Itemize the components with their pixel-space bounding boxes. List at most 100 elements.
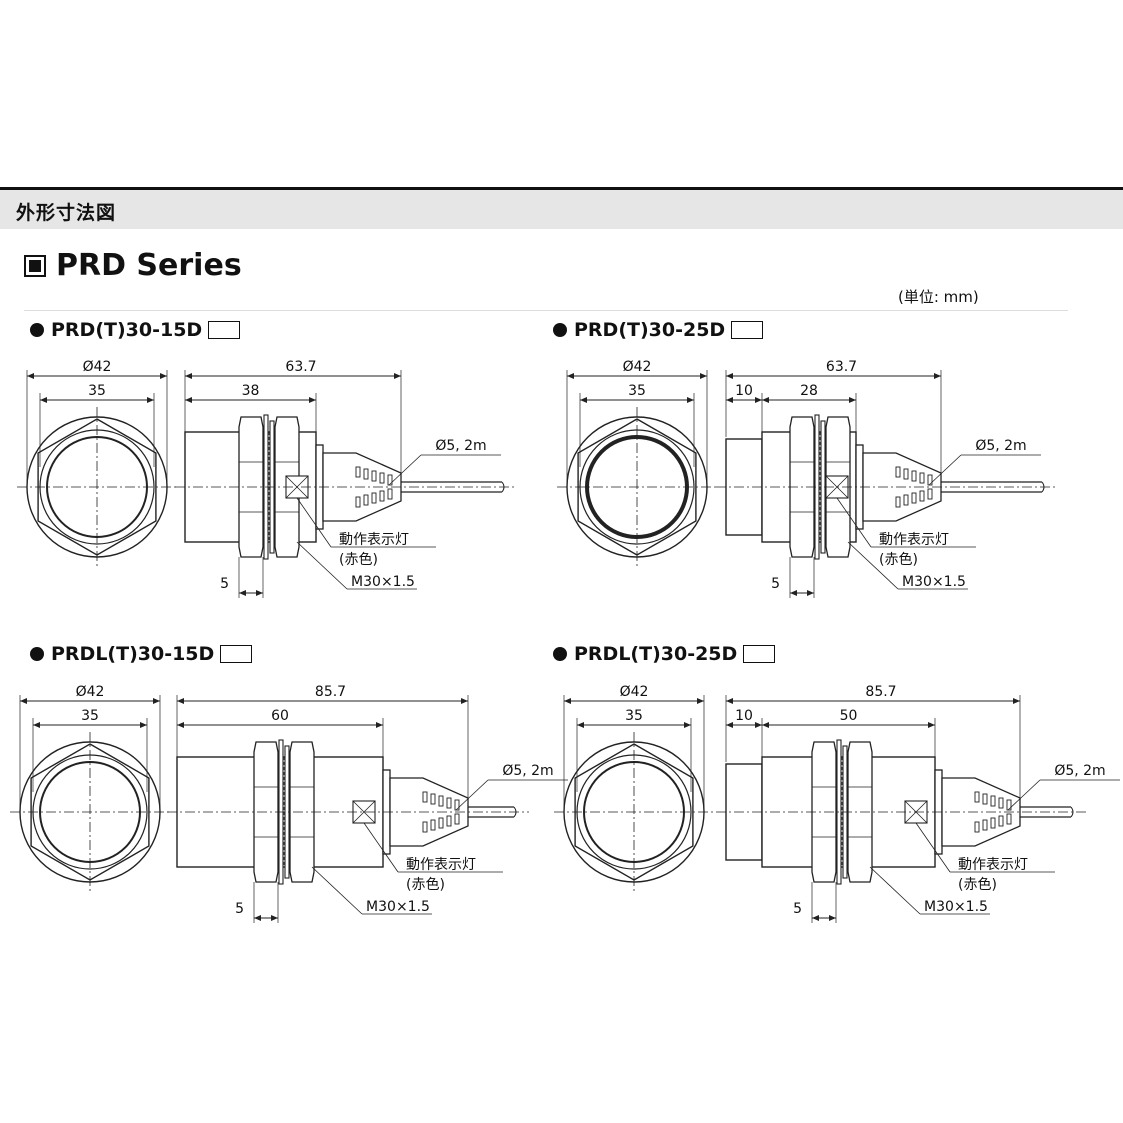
leader-line bbox=[847, 541, 899, 590]
leader-line bbox=[388, 454, 422, 486]
leader-line bbox=[311, 866, 363, 915]
arrow-head bbox=[27, 373, 34, 379]
gland-rib bbox=[371, 492, 377, 504]
arrow-head bbox=[147, 397, 154, 403]
arrow-head bbox=[376, 722, 383, 728]
led-color-label: (赤色) bbox=[958, 876, 997, 893]
arrow-head bbox=[239, 590, 246, 596]
arrow-head bbox=[755, 397, 762, 403]
dim-total-label: 85.7 bbox=[315, 684, 346, 700]
gland-rib bbox=[1006, 813, 1012, 825]
arrow-head bbox=[20, 698, 27, 704]
arrow-head bbox=[185, 373, 192, 379]
arrow-head bbox=[726, 397, 733, 403]
dim-inner-label: 35 bbox=[81, 708, 99, 724]
dim-outer-label: Ø42 bbox=[76, 684, 105, 700]
arrow-head bbox=[160, 373, 167, 379]
gland-rib bbox=[982, 793, 988, 805]
gland-rib bbox=[974, 821, 980, 833]
thread-label: M30×1.5 bbox=[902, 574, 966, 590]
arrow-head bbox=[564, 698, 571, 704]
cable-label: Ø5, 2m bbox=[435, 438, 486, 454]
gland-rib bbox=[454, 813, 460, 825]
leader-line bbox=[363, 822, 399, 873]
thread-label: M30×1.5 bbox=[351, 574, 415, 590]
arrow-head bbox=[33, 722, 40, 728]
square-bullet-icon bbox=[24, 254, 46, 277]
dim-outer-label: Ø42 bbox=[620, 684, 649, 700]
leader-line bbox=[1007, 779, 1041, 811]
model-name: PRDL(T)30-15D bbox=[51, 643, 215, 665]
bullet-icon bbox=[30, 323, 44, 337]
gland-rib bbox=[371, 470, 377, 482]
model-name: PRDL(T)30-25D bbox=[574, 643, 738, 665]
gland-rib bbox=[903, 494, 909, 506]
arrow-head bbox=[812, 915, 819, 921]
dim-body-label: 50 bbox=[840, 708, 858, 724]
header-title: 外形寸法図 bbox=[16, 202, 117, 224]
arrow-head bbox=[40, 397, 47, 403]
bullet-icon bbox=[553, 323, 567, 337]
leader-line bbox=[296, 541, 348, 590]
gland-rib bbox=[927, 488, 933, 500]
arrow-head bbox=[140, 722, 147, 728]
dim-offset-label: 10 bbox=[735, 383, 753, 399]
led-label: 動作表示灯 bbox=[339, 532, 409, 548]
gland-rib bbox=[355, 466, 361, 478]
header-bar: 外形寸法図 bbox=[0, 187, 1123, 229]
gland-rib bbox=[379, 472, 385, 484]
gland-rib bbox=[895, 466, 901, 478]
gland-rib bbox=[438, 817, 444, 829]
arrow-head bbox=[684, 722, 691, 728]
gland-rib bbox=[895, 496, 901, 508]
gland-rib bbox=[363, 468, 369, 480]
gland-rib bbox=[990, 795, 996, 807]
arrow-head bbox=[177, 698, 184, 704]
cable-label: Ø5, 2m bbox=[975, 438, 1026, 454]
arrow-head bbox=[461, 698, 468, 704]
leader-line bbox=[915, 822, 951, 873]
gland-rib bbox=[355, 496, 361, 508]
gland-rib bbox=[919, 472, 925, 484]
leader-line bbox=[928, 454, 962, 486]
unit-label: (単位: mm) bbox=[898, 288, 979, 306]
arrow-head bbox=[177, 722, 184, 728]
gland-rib bbox=[974, 791, 980, 803]
led-cross bbox=[352, 800, 376, 824]
arrow-head bbox=[849, 397, 856, 403]
led-color-label: (赤色) bbox=[339, 551, 378, 568]
model-name: PRD(T)30-15D bbox=[51, 319, 203, 341]
gland-rib bbox=[422, 791, 428, 803]
arrow-head bbox=[697, 698, 704, 704]
arrow-head bbox=[755, 722, 762, 728]
thread-label: M30×1.5 bbox=[366, 899, 430, 915]
led-label: 動作表示灯 bbox=[406, 857, 476, 873]
arrow-head bbox=[762, 397, 769, 403]
arrow-head bbox=[700, 373, 707, 379]
dim-nut-label: 5 bbox=[771, 576, 780, 592]
gland-rib bbox=[430, 793, 436, 805]
cable-label: Ø5, 2m bbox=[502, 763, 553, 779]
dim-total-label: 85.7 bbox=[865, 684, 896, 700]
arrow-head bbox=[577, 722, 584, 728]
gland-rib bbox=[387, 474, 393, 486]
gland-rib bbox=[422, 821, 428, 833]
gland-rib bbox=[446, 815, 452, 827]
model-label-2: PRD(T)30-25D bbox=[553, 319, 764, 341]
dim-total-label: 63.7 bbox=[285, 359, 316, 375]
gland-rib bbox=[982, 819, 988, 831]
dim-outer-label: Ø42 bbox=[623, 359, 652, 375]
arrow-head bbox=[726, 698, 733, 704]
led-label: 動作表示灯 bbox=[879, 532, 949, 548]
arrow-head bbox=[185, 397, 192, 403]
dim-outer-label: Ø42 bbox=[83, 359, 112, 375]
gland-rib bbox=[438, 795, 444, 807]
led-color-label: (赤色) bbox=[879, 551, 918, 568]
dim-nut-label: 5 bbox=[793, 901, 802, 917]
